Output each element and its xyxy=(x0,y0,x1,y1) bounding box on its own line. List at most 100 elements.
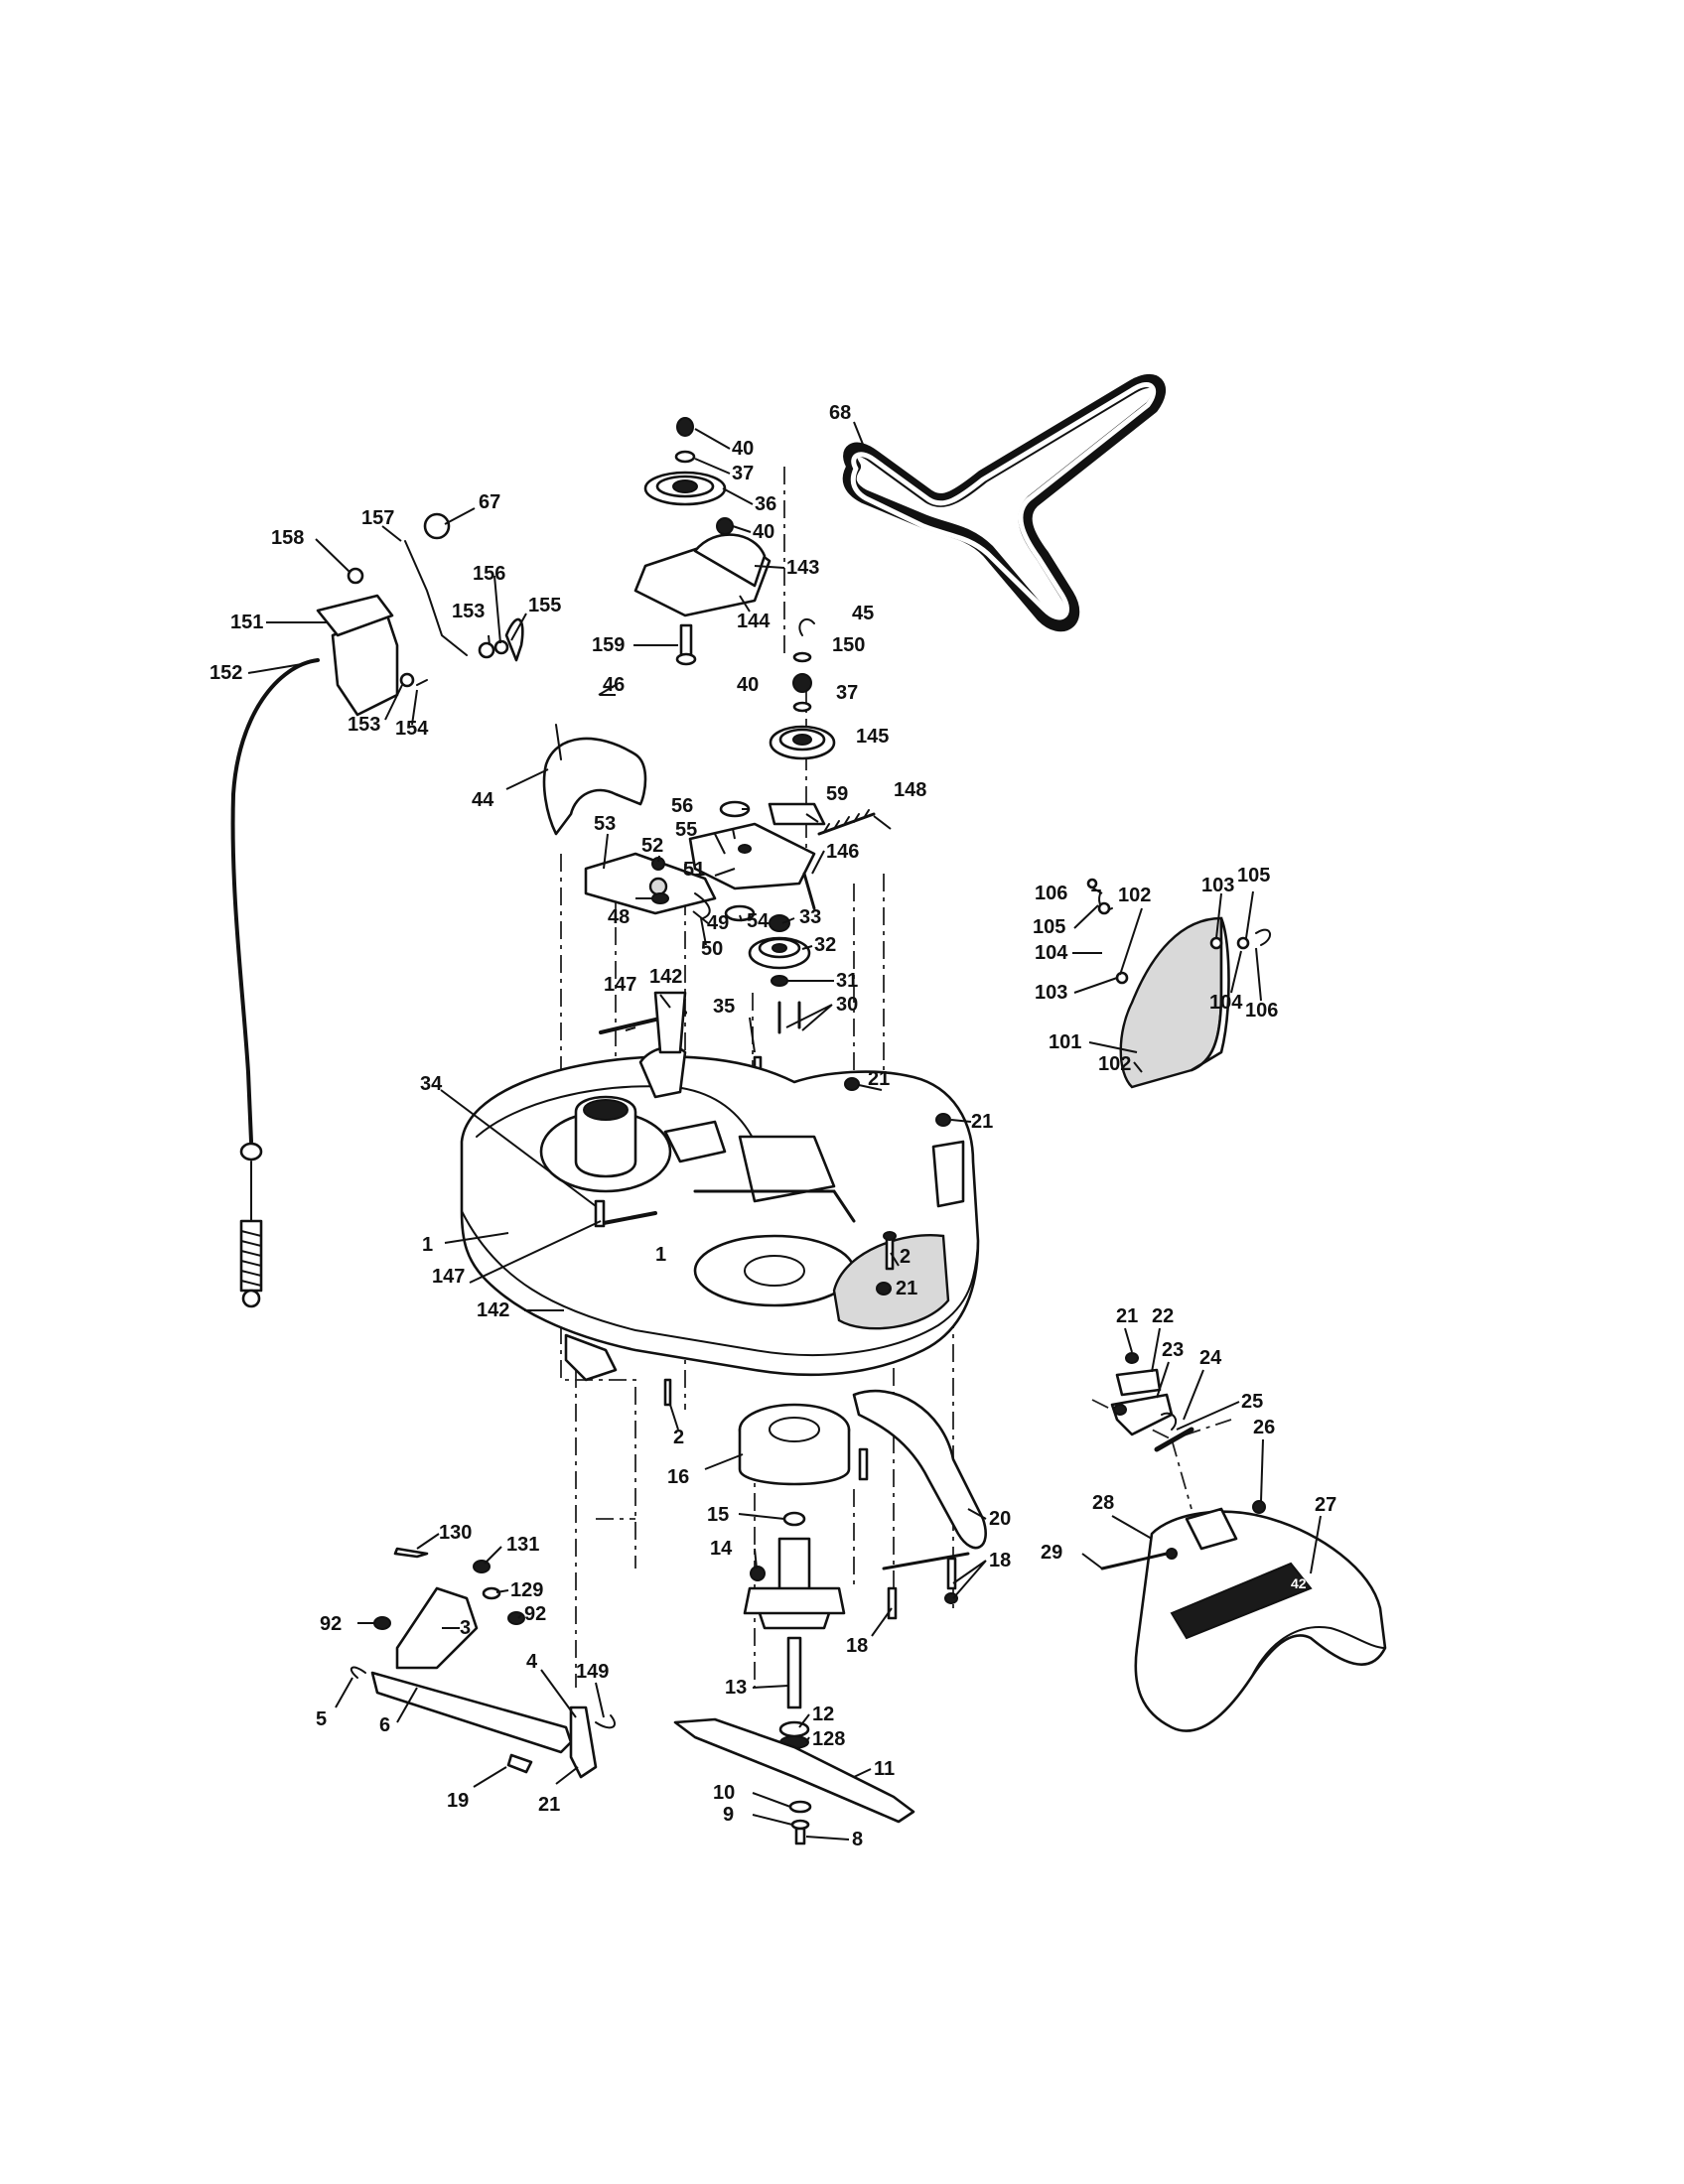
spindle-assembly xyxy=(738,1403,851,1749)
callout-36: 36 xyxy=(755,493,776,515)
callout-149: 149 xyxy=(576,1661,609,1683)
callout-130: 130 xyxy=(439,1522,472,1544)
callout-5: 5 xyxy=(316,1708,327,1730)
belt-guard xyxy=(542,724,647,836)
callout-102-top: 102 xyxy=(1118,885,1151,906)
clutch-cable xyxy=(230,658,320,1308)
callout-159: 159 xyxy=(592,634,625,656)
callout-144: 144 xyxy=(737,611,771,632)
callout-157: 157 xyxy=(361,507,394,529)
callout-14: 14 xyxy=(710,1538,733,1560)
callout-40-top: 40 xyxy=(732,438,754,460)
callout-158: 158 xyxy=(271,527,304,549)
callout-156: 156 xyxy=(473,563,505,585)
deck-bracket xyxy=(852,1389,987,1620)
callout-21-b: 21 xyxy=(971,1111,993,1133)
callout-129: 129 xyxy=(510,1579,543,1601)
callout-103-right: 103 xyxy=(1201,875,1234,896)
callout-8: 8 xyxy=(852,1829,863,1850)
callout-102-bottom: 102 xyxy=(1098,1053,1131,1075)
callout-153-top: 153 xyxy=(452,601,485,622)
callout-labels: 40 37 36 40 143 144 159 68 67 157 158 15… xyxy=(210,402,1336,1850)
callout-49: 49 xyxy=(707,912,729,934)
callout-33: 33 xyxy=(799,906,821,928)
callout-143: 143 xyxy=(786,557,819,579)
callout-12: 12 xyxy=(812,1704,834,1725)
callout-11: 11 xyxy=(874,1758,895,1780)
callout-18-left: 18 xyxy=(846,1635,868,1657)
clutch-lever-bracket xyxy=(316,512,524,717)
callout-3: 3 xyxy=(460,1617,471,1639)
callout-131: 131 xyxy=(506,1534,539,1556)
callout-23: 23 xyxy=(1162,1339,1184,1361)
callout-21-c: 21 xyxy=(896,1278,917,1299)
callout-9: 9 xyxy=(723,1804,734,1826)
callout-128: 128 xyxy=(812,1728,845,1750)
callout-142-bottom: 142 xyxy=(477,1299,509,1321)
callout-106-right: 106 xyxy=(1245,1000,1278,1022)
callout-59: 59 xyxy=(826,783,848,805)
callout-154: 154 xyxy=(395,718,429,740)
callout-30: 30 xyxy=(836,994,858,1016)
callout-16: 16 xyxy=(667,1466,689,1488)
callout-44: 44 xyxy=(472,789,494,811)
callout-46: 46 xyxy=(603,674,625,696)
callout-35: 35 xyxy=(713,996,735,1018)
callout-145: 145 xyxy=(856,726,889,748)
callout-37-lower: 37 xyxy=(836,682,858,704)
callout-31: 31 xyxy=(836,970,858,992)
callout-68: 68 xyxy=(829,402,851,424)
callout-67: 67 xyxy=(479,491,500,513)
callout-51: 51 xyxy=(683,859,705,881)
callout-52: 52 xyxy=(641,835,663,857)
callout-103-left: 103 xyxy=(1035,982,1067,1004)
callout-40-lower: 40 xyxy=(737,674,759,696)
callout-150: 150 xyxy=(832,634,865,656)
callout-27: 27 xyxy=(1315,1494,1336,1516)
callout-29: 29 xyxy=(1041,1542,1062,1564)
callout-20: 20 xyxy=(989,1508,1011,1530)
callout-146: 146 xyxy=(826,841,859,863)
callout-21-e: 21 xyxy=(538,1794,560,1816)
callout-92-left: 92 xyxy=(320,1613,342,1635)
callout-25: 25 xyxy=(1241,1391,1263,1413)
callout-45: 45 xyxy=(852,603,874,624)
chute-decal-text: 42 xyxy=(1291,1575,1307,1591)
callout-92-right: 92 xyxy=(524,1603,546,1625)
callout-21-d: 21 xyxy=(1116,1305,1138,1327)
callout-48: 48 xyxy=(608,906,630,928)
callout-6: 6 xyxy=(379,1714,390,1736)
callout-54: 54 xyxy=(747,910,770,932)
callout-10: 10 xyxy=(713,1782,735,1804)
callout-147-top: 147 xyxy=(604,974,636,996)
callout-21-a: 21 xyxy=(868,1068,890,1090)
callout-104-left: 104 xyxy=(1035,942,1068,964)
callout-13: 13 xyxy=(725,1677,747,1699)
callout-56: 56 xyxy=(671,795,693,817)
upper-pulley-stack xyxy=(769,617,836,760)
callout-2-bottom: 2 xyxy=(673,1427,684,1448)
leader-lines xyxy=(247,421,1322,1841)
callout-105-right: 105 xyxy=(1237,865,1270,887)
callout-1-inner: 1 xyxy=(655,1244,666,1266)
callout-147-bottom: 147 xyxy=(432,1266,465,1288)
callout-22: 22 xyxy=(1152,1305,1174,1327)
callout-151: 151 xyxy=(230,612,263,633)
idler-bracket xyxy=(688,800,876,922)
mower-belt xyxy=(842,374,1166,632)
callout-34: 34 xyxy=(420,1073,443,1095)
callout-1: 1 xyxy=(422,1234,433,1256)
callout-53: 53 xyxy=(594,813,616,835)
callout-2-right: 2 xyxy=(900,1246,911,1268)
callout-18-right: 18 xyxy=(989,1550,1011,1571)
mulch-plate xyxy=(1086,878,1271,1089)
callout-148: 148 xyxy=(894,779,926,801)
callout-40-mid: 40 xyxy=(753,521,774,543)
callout-28: 28 xyxy=(1092,1492,1114,1514)
callout-152: 152 xyxy=(210,662,242,684)
callout-32: 32 xyxy=(814,934,836,956)
callout-4: 4 xyxy=(526,1651,538,1673)
callout-101: 101 xyxy=(1049,1031,1081,1053)
mower-blade xyxy=(673,1717,915,1845)
